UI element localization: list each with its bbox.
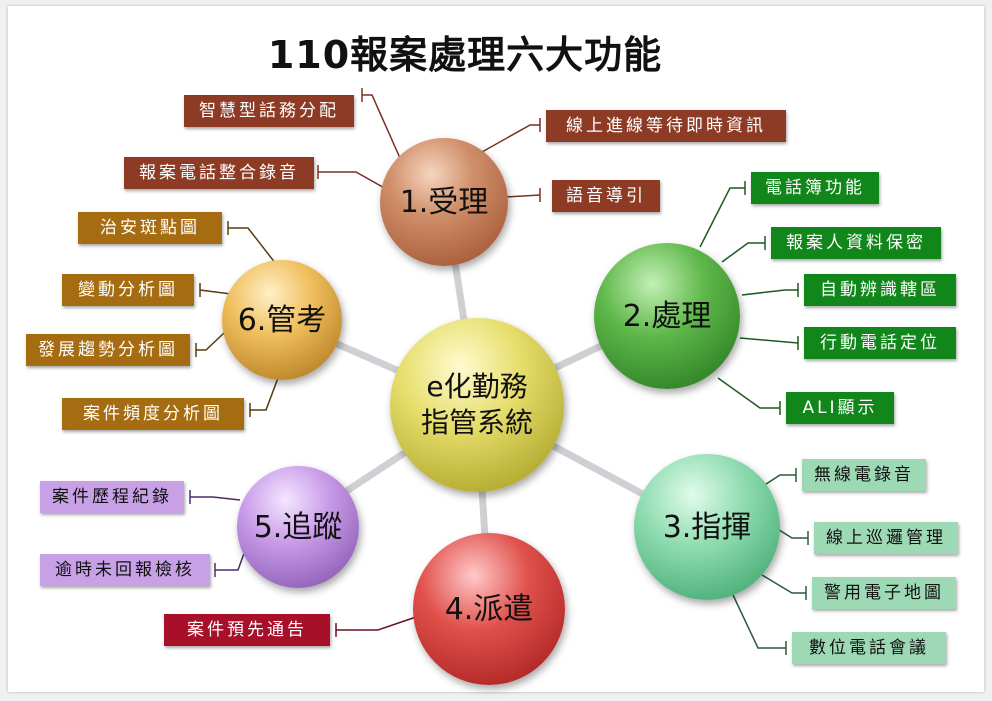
item-change-analysis: 變動分析圖 [62, 274, 194, 306]
node-1-receive: 1.受理 [380, 138, 508, 266]
node-1-label: 1.受理 [399, 184, 489, 220]
item-voice-guide: 語音導引 [552, 180, 660, 212]
item-case-history: 案件歷程紀錄 [40, 481, 184, 513]
item-trend-analysis: 發展趨勢分析圖 [26, 334, 190, 366]
node-2-handle: 2.處理 [594, 243, 740, 389]
node-3-command: 3.指揮 [634, 454, 780, 600]
item-mobile-location: 行動電話定位 [804, 327, 956, 359]
center-line-1: e化勤務 [426, 369, 528, 403]
item-online-patrol: 線上巡邏管理 [814, 522, 958, 554]
item-phonebook: 電話簿功能 [751, 172, 879, 204]
center-system-node: e化勤務指管系統 [390, 318, 564, 492]
node-3-label: 3.指揮 [662, 509, 752, 545]
item-auto-jurisdiction: 自動辨識轄區 [804, 274, 956, 306]
item-police-map: 警用電子地圖 [812, 577, 956, 609]
item-crime-spot-map: 治安斑點圖 [78, 212, 222, 244]
item-case-frequency: 案件頻度分析圖 [62, 398, 244, 430]
node-6-label: 6.管考 [237, 302, 327, 338]
item-smart-call-distribution: 智慧型話務分配 [184, 95, 354, 127]
item-radio-recording: 無線電錄音 [802, 459, 926, 491]
node-4-label: 4.派遣 [444, 591, 534, 627]
item-digital-conference: 數位電話會議 [792, 632, 946, 664]
node-5-track: 5.追蹤 [237, 466, 359, 588]
diagram-title: 110報案處理六大功能 [267, 33, 663, 77]
center-line-2: 指管系統 [420, 406, 533, 439]
node-4-dispatch: 4.派遣 [413, 533, 565, 685]
item-advance-notice: 案件預先通告 [164, 614, 330, 646]
item-call-recording: 報案電話整合錄音 [124, 157, 314, 189]
item-online-queue-info: 線上進線等待即時資訊 [546, 110, 786, 142]
node-6-review: 6.管考 [222, 260, 342, 380]
node-2-label: 2.處理 [622, 298, 712, 334]
node-5-label: 5.追蹤 [253, 509, 343, 545]
item-caller-privacy: 報案人資料保密 [771, 227, 941, 259]
item-overdue-check: 逾時未回報檢核 [40, 554, 210, 586]
item-ali-display: ALI顯示 [786, 392, 894, 424]
